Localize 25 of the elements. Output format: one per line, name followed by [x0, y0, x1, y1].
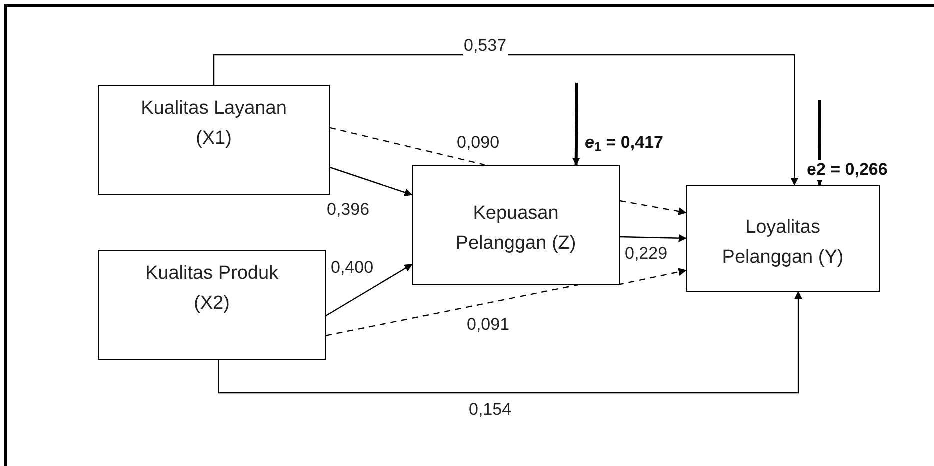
error-term-label: e2 = 0,266: [806, 160, 889, 180]
arrow: [618, 268, 687, 286]
arrow: [572, 82, 580, 166]
variable-label: Kualitas Produk (X2): [144, 262, 280, 316]
error-term-label: e$_{1}$ = 0,417: [584, 133, 664, 153]
arrow: [213, 54, 799, 186]
edge-label: 0,537: [463, 36, 508, 56]
arrow: [218, 291, 803, 394]
arrow: [620, 234, 687, 242]
variable-box: [412, 165, 620, 285]
variable-box: [98, 85, 330, 195]
edge-label: 0,090: [456, 133, 501, 153]
arrow: [620, 200, 687, 216]
arrow: [326, 264, 413, 317]
edge-label: 0,400: [330, 258, 375, 278]
edge-label: 0,154: [468, 400, 513, 420]
edge-label: 0,229: [624, 244, 669, 264]
arrow: [330, 166, 413, 196]
variable-box: [686, 185, 880, 292]
edge-label: 0,091: [466, 315, 511, 335]
variable-label: Kepuasan Pelanggan (Z): [454, 202, 578, 256]
edge-label: 0,396: [326, 200, 371, 220]
variable-label: Loyalitas Pelanggan (Y): [721, 216, 845, 270]
variable-label: Kualitas Layanan (X1): [140, 97, 288, 151]
variable-box: [98, 250, 326, 360]
